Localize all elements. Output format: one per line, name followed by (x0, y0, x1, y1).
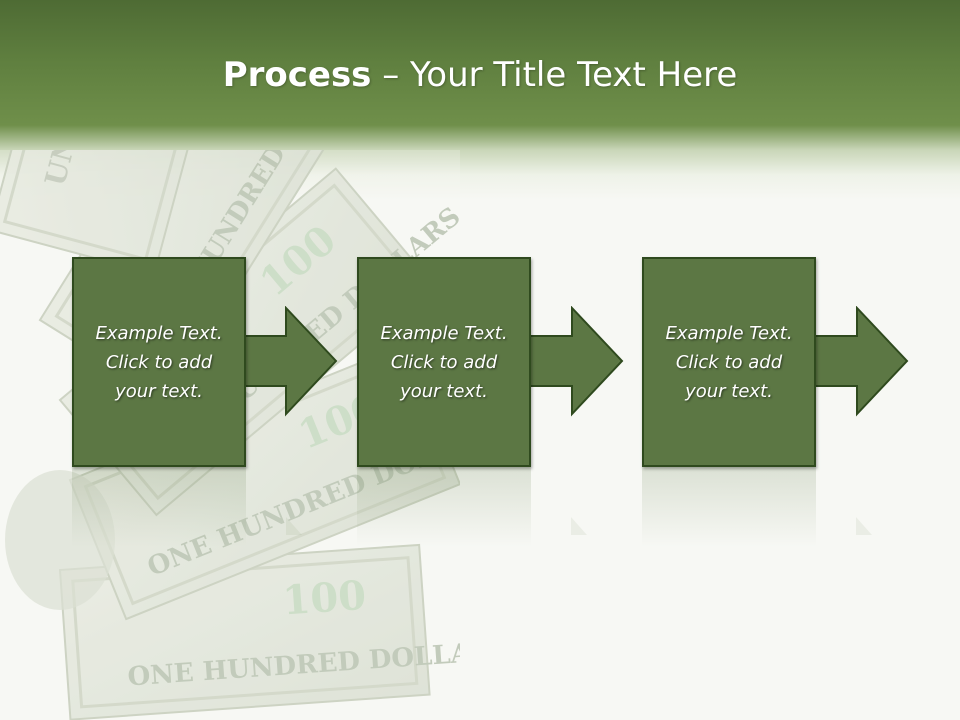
step-text[interactable]: Example Text. Click to add your text. (95, 322, 223, 402)
title-bold: Process (222, 55, 372, 95)
title-rest: – Your Title Text Here (371, 55, 738, 95)
arrow-right-icon (810, 306, 909, 417)
svg-text:100: 100 (281, 572, 368, 625)
arrow-right-icon (239, 306, 338, 417)
step-text[interactable]: Example Text. Click to add your text. (665, 322, 793, 402)
step-box[interactable]: Example Text. Click to add your text. (357, 257, 531, 467)
step-box[interactable]: Example Text. Click to add your text. (642, 257, 816, 467)
step-reflection (642, 467, 872, 547)
arrow-right-icon (525, 306, 624, 417)
step-reflection (357, 467, 587, 547)
step-reflection (72, 467, 302, 547)
step-box[interactable]: Example Text. Click to add your text. (72, 257, 246, 467)
step-text[interactable]: Example Text. Click to add your text. (380, 322, 508, 402)
slide-title[interactable]: Process – Your Title Text Here (0, 52, 960, 98)
